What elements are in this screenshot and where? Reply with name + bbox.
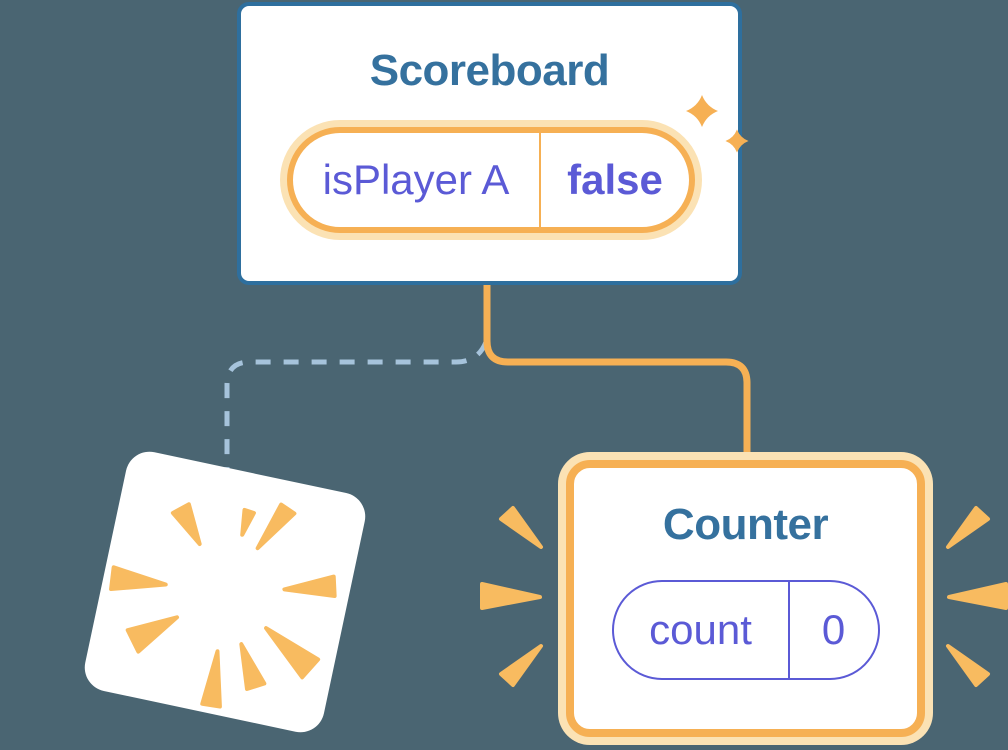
poof-burst-icon <box>109 502 337 709</box>
destroyed-branch-connector <box>224 340 489 470</box>
scoreboard-title: Scoreboard <box>369 46 610 95</box>
scoreboard-component-box: Scoreboard isPlayer A false <box>237 2 742 285</box>
pill-divider <box>787 582 790 678</box>
scoreboard-state-pill: isPlayer A false <box>287 127 695 233</box>
active-branch-connector <box>483 285 751 454</box>
state-value: 0 <box>821 606 846 653</box>
emphasis-burst-right-icon <box>946 506 1008 687</box>
pill-divider <box>539 133 541 227</box>
state-name: count <box>649 606 752 653</box>
counter-component-box: Counter count 0 <box>566 460 925 737</box>
state-name: isPlayer A <box>322 156 510 203</box>
counter-title: Counter <box>662 500 829 549</box>
destroyed-component-box <box>80 447 370 737</box>
state-value: false <box>567 156 663 203</box>
emphasis-burst-left-icon <box>480 506 543 687</box>
counter-state-pill: count 0 <box>611 580 880 680</box>
